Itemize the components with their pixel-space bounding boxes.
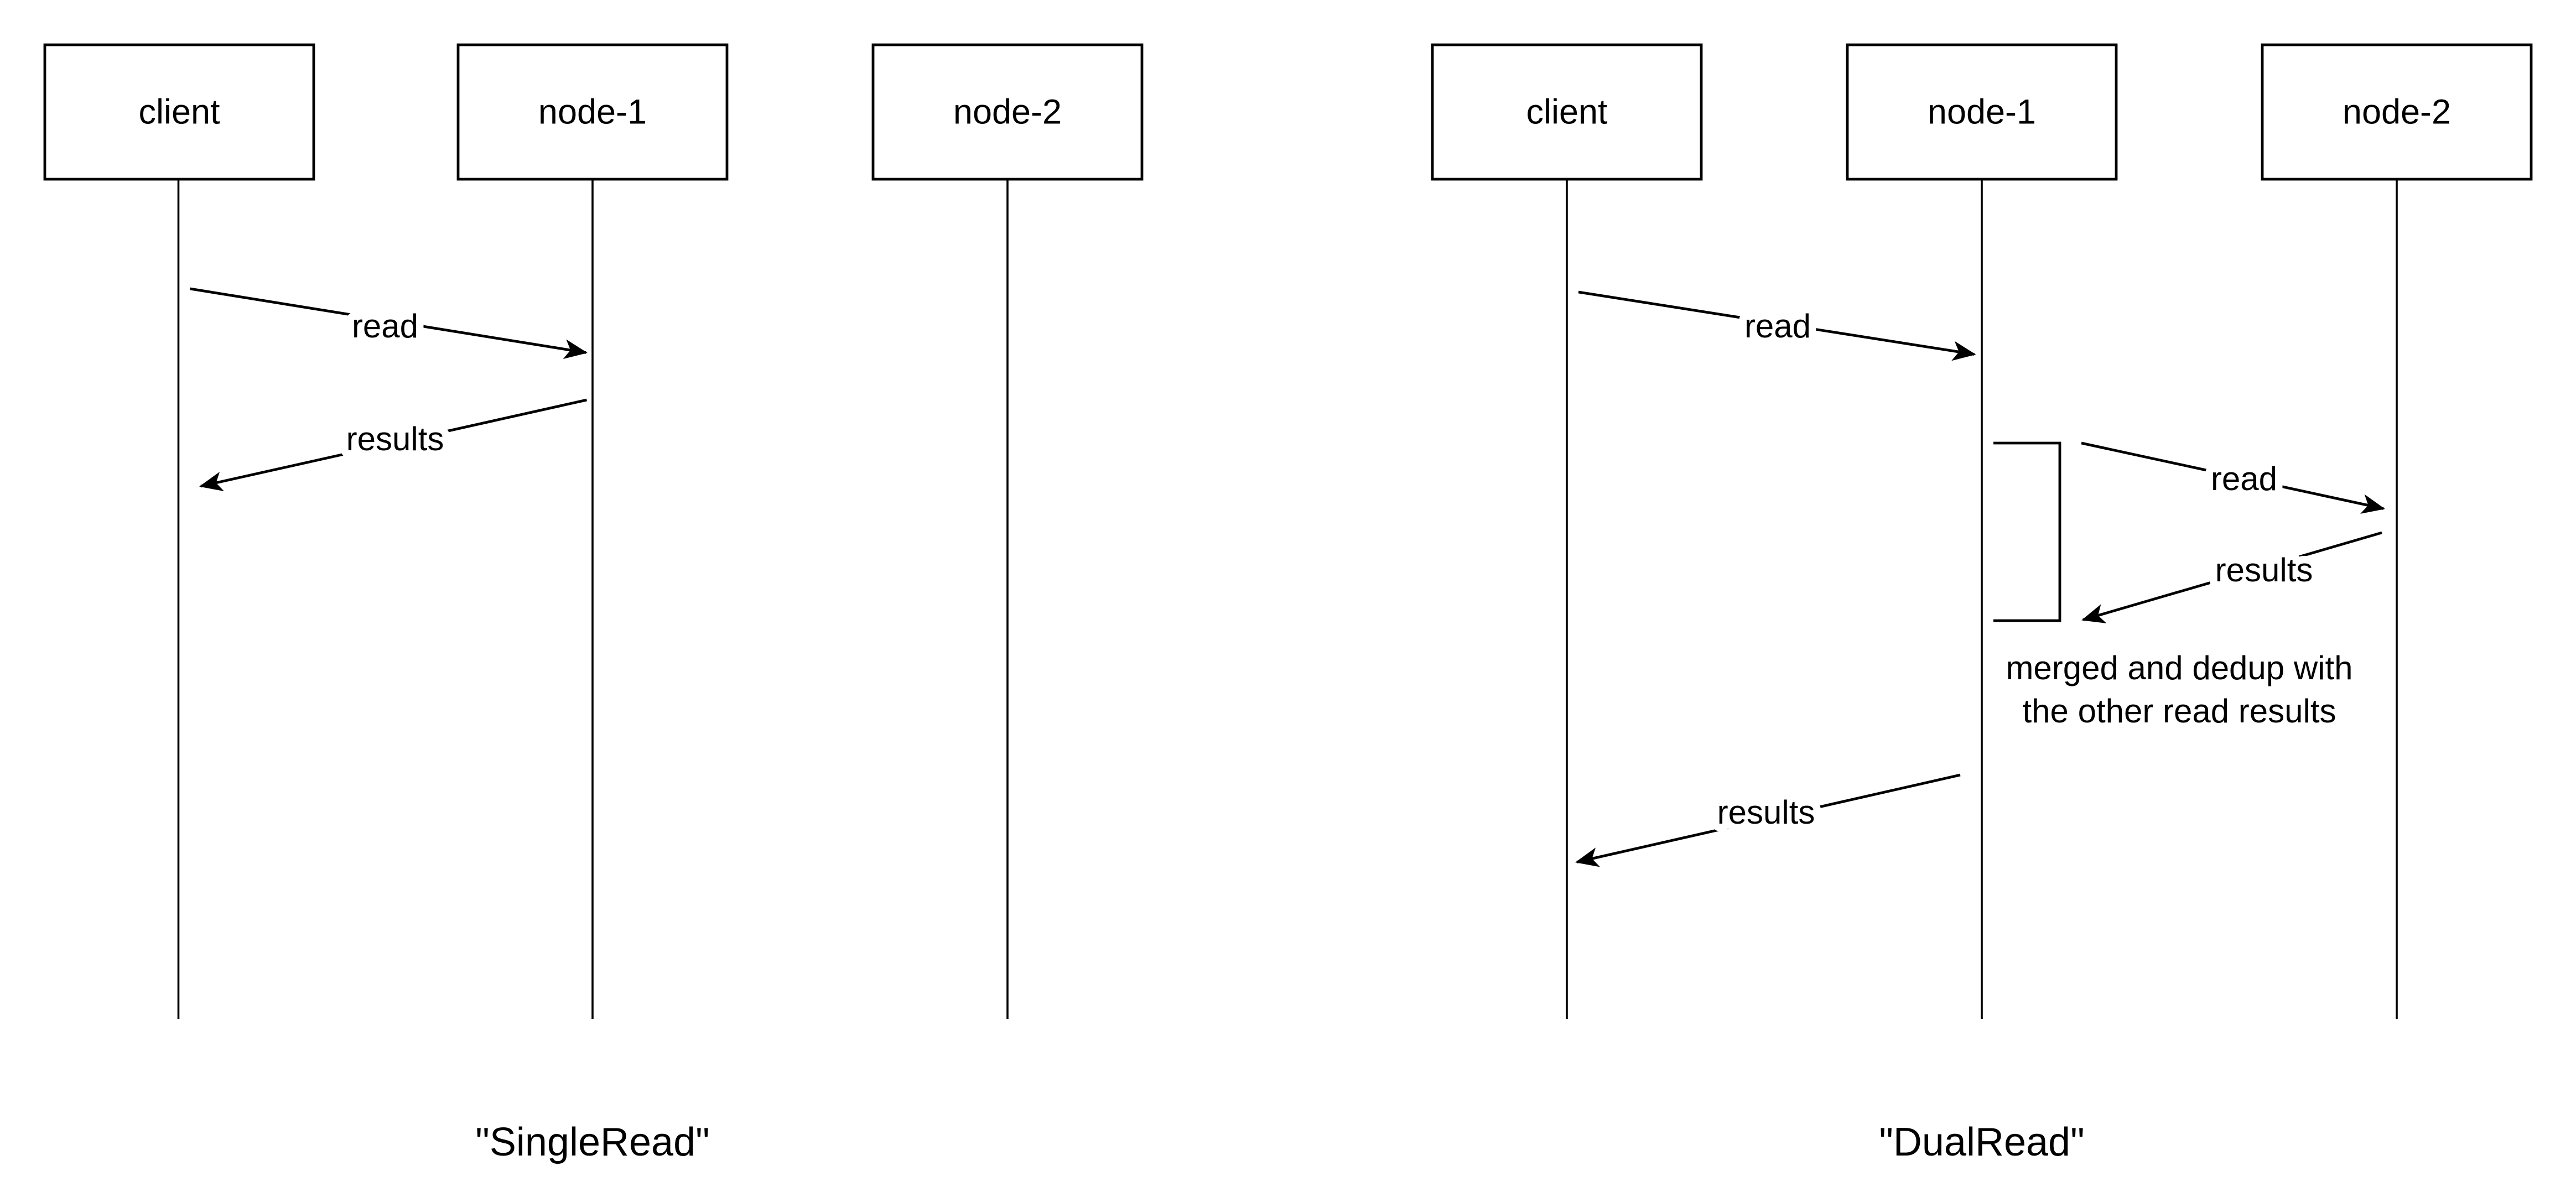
- dualread-results2-arrow-label: results: [1717, 794, 1815, 831]
- dualread-read2-arrow: [2081, 441, 2385, 514]
- dualread-client-label: client: [1526, 93, 1608, 132]
- singleread-diagram: client node-1 node-2 read results "Singl…: [43, 43, 1144, 1164]
- dualread-merge-note-line1: merged and dedup with: [2006, 649, 2352, 686]
- singleread-read-arrow: [190, 287, 588, 360]
- singleread-client-label: client: [138, 93, 220, 132]
- dualread-caption: "DualRead": [1879, 1120, 2084, 1164]
- singleread-node1-box: [456, 43, 729, 181]
- dualread-node2-box: [2261, 43, 2533, 181]
- dualread-results2-arrow: [1575, 773, 1961, 867]
- dualread-read1-arrow: [1578, 290, 1976, 361]
- dualread-node2-label: node-2: [2343, 93, 2451, 132]
- singleread-node2-label: node-2: [953, 93, 1062, 132]
- dualread-node1-box: [1846, 43, 2118, 181]
- dualread-results1-arrow: [2081, 531, 2382, 623]
- dualread-results1-arrow-label: results: [2215, 551, 2313, 589]
- dualread-merge-note-line2: the other read results: [2023, 693, 2336, 730]
- dualread-node1-activation-bracket: [1993, 441, 2061, 622]
- singleread-read-arrow-label: read: [352, 308, 418, 345]
- dualread-read2-arrow-label: read: [2211, 460, 2277, 497]
- singleread-node1-label: node-1: [538, 93, 647, 132]
- singleread-results-arrow: [199, 398, 588, 492]
- dualread-node1-label: node-1: [1928, 93, 2036, 132]
- singleread-node2-box: [871, 43, 1144, 181]
- dualread-merge-note: merged and dedup with the other read res…: [2006, 649, 2352, 730]
- dualread-read1-arrow-label: read: [1744, 308, 1811, 345]
- dualread-client-box: [1431, 43, 1703, 181]
- singleread-results-arrow-label: results: [346, 420, 444, 457]
- singleread-caption: "SingleRead": [475, 1120, 709, 1164]
- singleread-client-box: [43, 43, 315, 181]
- dualread-diagram: client node-1 node-2 read read results m…: [1431, 43, 2533, 1164]
